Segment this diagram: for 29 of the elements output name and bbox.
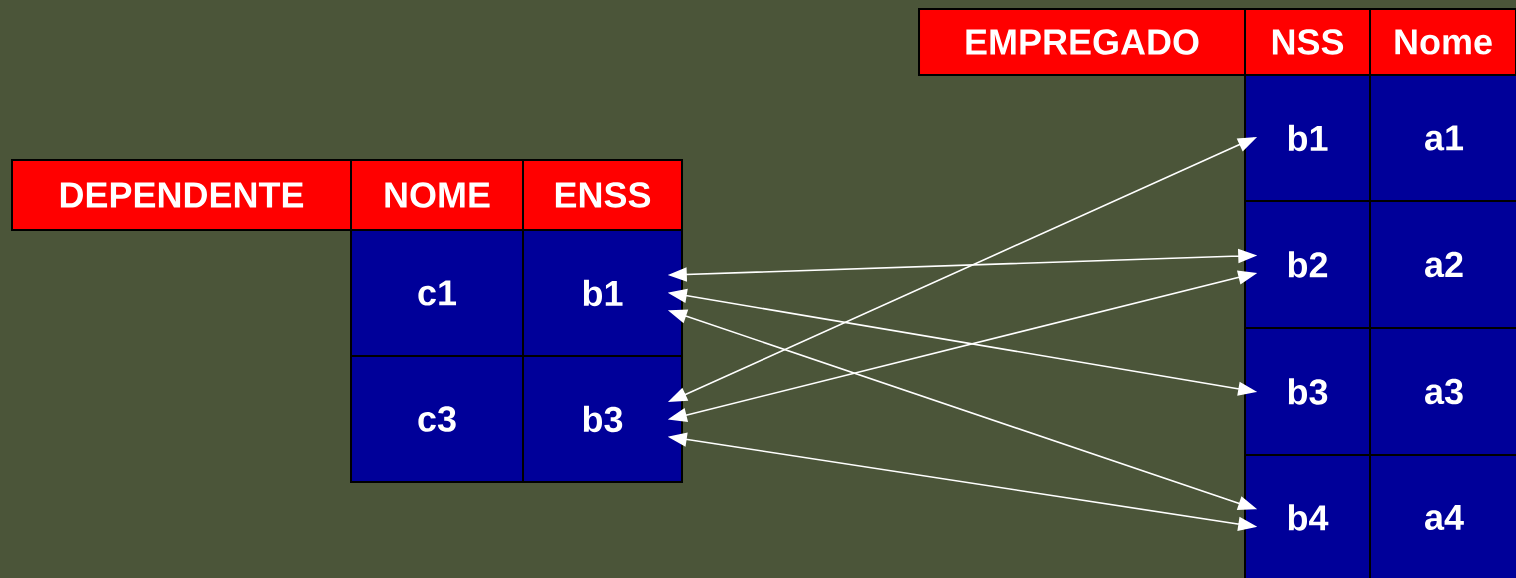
table-cell: a3	[1369, 327, 1516, 456]
node-label: a2	[1425, 251, 1463, 278]
arrow	[669, 270, 1256, 422]
node-label: b4	[1288, 504, 1329, 531]
table-cell: b1	[1244, 74, 1371, 202]
node-label: Nome	[1395, 29, 1492, 55]
header-cell: ENSS	[522, 159, 683, 231]
header-cell: DEPENDENTE	[11, 159, 352, 231]
arrow	[669, 309, 1256, 510]
header-cell: Nome	[1369, 8, 1516, 76]
table-cell: b3	[1244, 327, 1371, 456]
table-cell: a4	[1369, 454, 1516, 578]
header-cell: NSS	[1244, 8, 1371, 76]
node-label: a3	[1425, 378, 1463, 405]
table-cell: a2	[1369, 200, 1516, 329]
arrow	[669, 137, 1256, 402]
arrow	[669, 249, 1256, 282]
node-label: a1	[1425, 125, 1464, 151]
table-cell: b1	[522, 229, 683, 357]
table-cell: b2	[1244, 200, 1371, 329]
table-cell: c3	[350, 355, 524, 483]
arrow	[669, 288, 1256, 396]
table-cell: a1	[1369, 74, 1516, 202]
table-cell: b4	[1244, 454, 1371, 578]
arrow	[669, 432, 1256, 532]
table-cell: c1	[350, 229, 524, 357]
header-cell: NOME	[350, 159, 524, 231]
node-label: a4	[1425, 504, 1464, 531]
table-cell: b3	[522, 355, 683, 483]
